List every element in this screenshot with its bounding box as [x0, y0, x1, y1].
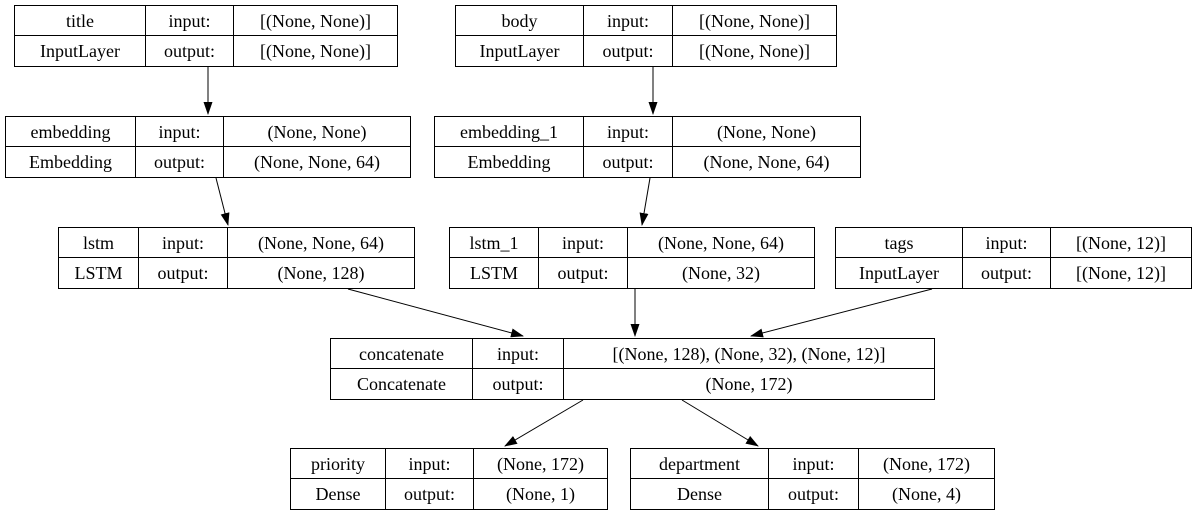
- edge-embedding_1-to-lstm_1: [639, 177, 651, 226]
- layer-class: Embedding: [6, 147, 136, 177]
- input-label: input:: [584, 117, 673, 147]
- input-label: input:: [769, 449, 859, 479]
- input-label: input:: [963, 228, 1051, 258]
- layer-name: concatenate: [331, 339, 473, 369]
- node-lstm-1: lstm_1 input: (None, None, 64) LSTM outp…: [449, 227, 815, 289]
- input-label: input:: [539, 228, 628, 258]
- node-department: department input: (None, 172) Dense outp…: [630, 448, 995, 510]
- layer-class: Dense: [631, 479, 769, 509]
- output-shape: (None, 1): [506, 484, 575, 504]
- output-label: output:: [963, 258, 1051, 288]
- output-label: output:: [136, 147, 224, 177]
- layer-class: InputLayer: [456, 36, 584, 66]
- output-label: output:: [139, 258, 228, 288]
- output-shape: (None, None, 64): [703, 152, 830, 172]
- input-shape: [(None, 128), (None, 32), (None, 12)]: [564, 339, 934, 369]
- output-label: output:: [539, 258, 628, 288]
- edge-concatenate-to-department: [681, 399, 759, 447]
- input-shape: (None, None, 64): [628, 228, 814, 258]
- input-shape: (None, None): [224, 117, 410, 147]
- input-label: input:: [136, 117, 224, 147]
- node-lstm: lstm input: (None, None, 64) LSTM output…: [58, 227, 415, 289]
- input-shape: (None, None): [673, 117, 860, 147]
- node-tags: tags input: [(None, 12)] InputLayer outp…: [835, 227, 1192, 289]
- input-shape: (None, 172): [859, 449, 994, 479]
- node-concatenate: concatenate input: [(None, 128), (None, …: [330, 338, 935, 400]
- output-label: output:: [769, 479, 859, 509]
- input-shape: [(None, None)]: [673, 6, 836, 36]
- input-shape: [(None, None)]: [234, 6, 397, 36]
- node-embedding-1: embedding_1 input: (None, None) Embeddin…: [434, 116, 861, 178]
- layer-name: lstm: [59, 228, 139, 258]
- input-label: input:: [146, 6, 234, 36]
- output-shape: (None, 172): [705, 374, 793, 394]
- node-body: body input: [(None, None)] InputLayer ou…: [455, 5, 837, 67]
- node-priority: priority input: (None, 172) Dense output…: [290, 448, 608, 510]
- layer-class: InputLayer: [836, 258, 963, 288]
- layer-class: Embedding: [435, 147, 584, 177]
- input-shape: [(None, 12)]: [1051, 228, 1191, 258]
- output-shape: [(None, 12)]: [1076, 263, 1166, 283]
- output-shape: (None, 128): [277, 263, 365, 283]
- layer-name: embedding: [6, 117, 136, 147]
- output-label: output:: [584, 147, 673, 177]
- layer-name: title: [15, 6, 146, 36]
- layer-class: InputLayer: [15, 36, 146, 66]
- edge-embedding-to-lstm: [215, 177, 230, 226]
- edge-lstm-to-concatenate: [347, 288, 524, 338]
- edge-concatenate-to-priority: [504, 399, 584, 447]
- output-label: output:: [386, 479, 474, 509]
- input-shape: (None, None, 64): [228, 228, 414, 258]
- output-shape: [(None, None)]: [699, 41, 810, 61]
- output-label: output:: [584, 36, 673, 66]
- layer-class: Concatenate: [331, 369, 473, 399]
- layer-name: lstm_1: [450, 228, 539, 258]
- layer-name: department: [631, 449, 769, 479]
- layer-class: LSTM: [59, 258, 139, 288]
- output-shape: (None, 4): [892, 484, 961, 504]
- node-embedding: embedding input: (None, None) Embedding …: [5, 116, 411, 178]
- output-shape: [(None, None)]: [260, 41, 371, 61]
- layer-class: LSTM: [450, 258, 539, 288]
- output-shape: (None, None, 64): [254, 152, 380, 172]
- input-shape: (None, 172): [474, 449, 607, 479]
- node-title: title input: [(None, None)] InputLayer o…: [14, 5, 398, 67]
- layer-name: body: [456, 6, 584, 36]
- output-label: output:: [146, 36, 234, 66]
- input-label: input:: [584, 6, 673, 36]
- layer-name: tags: [836, 228, 963, 258]
- layer-name: priority: [291, 449, 386, 479]
- input-label: input:: [139, 228, 228, 258]
- edge-tags-to-concatenate: [750, 288, 933, 338]
- layer-class: Dense: [291, 479, 386, 509]
- input-label: input:: [473, 339, 564, 369]
- layer-name: embedding_1: [435, 117, 584, 147]
- input-label: input:: [386, 449, 474, 479]
- output-shape: (None, 32): [682, 263, 760, 283]
- output-label: output:: [473, 369, 564, 399]
